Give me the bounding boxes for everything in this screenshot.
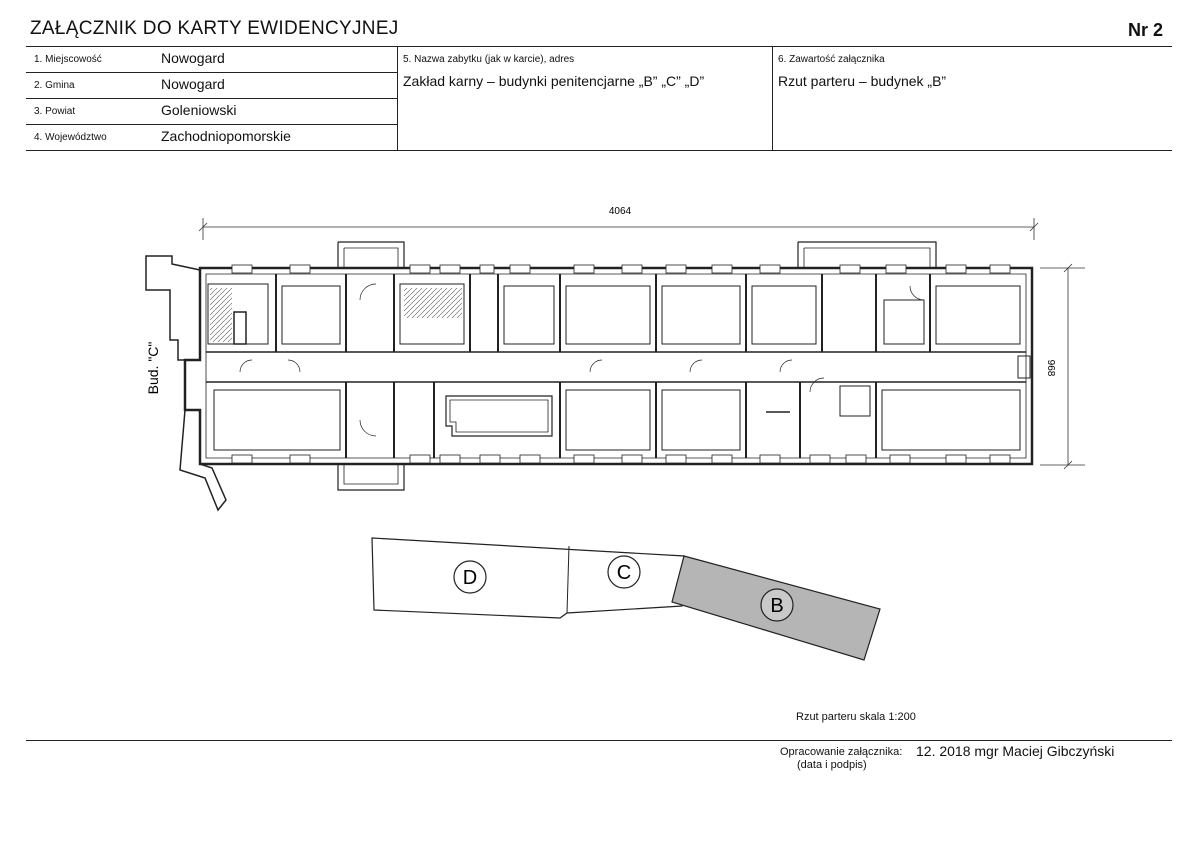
adjacent-building-label: Bud. "C" [145,342,161,395]
attachment-number: Nr 2 [1127,20,1163,40]
field-label: 4. Województwo [34,132,107,143]
width-dimension-label: 968 [1045,360,1056,377]
field-label: 1. Miejscowość [34,54,102,65]
field-label: 3. Powiat [34,106,76,117]
field-row-commune: 2. Gmina Nowogard [26,73,397,99]
stair-hatch [210,288,232,342]
field-value: Nowogard [161,50,225,66]
building-b-marker [760,588,794,622]
footer-divider [26,740,1172,741]
building-b-key: B [770,595,783,617]
contents-cell: 6. Zawartość załącznika Rzut parteru – b… [772,47,1172,150]
width-dimension [1040,263,1085,470]
scale-note: Rzut parteru skala 1:200 [796,711,916,723]
monument-cell: 5. Nazwa zabytku (jak w karcie), adres Z… [397,47,772,150]
column-divider [397,47,398,150]
field-row-voivodeship: 4. Województwo Zachodniopomorskie [26,125,397,150]
building-c-key: C [617,562,631,584]
contents-value: Rzut parteru – budynek „B” [778,73,947,89]
column-divider [772,47,773,150]
field-value: Nowogard [161,76,225,92]
site-key-plan [371,537,881,661]
prepared-value: 12. 2018 mgr Maciej Gibczyński [916,743,1115,759]
window-row-north [231,264,1011,274]
stair-hatch [404,288,462,318]
document-title: ZAŁĄCZNIK DO KARTY EWIDENCYJNEJ [30,18,399,39]
building-outline [145,241,1034,512]
header-table: 1. Miejscowość Nowogard 2. Gmina Nowogar… [26,46,1172,151]
window-row-south [231,454,1011,464]
building-d-marker [453,560,487,594]
field-value: Zachodniopomorskie [161,128,291,144]
date-signature-note: (data i podpis) [797,759,867,771]
monument-value: Zakład karny – budynki penitencjarne „B”… [403,73,705,89]
building-c-marker [607,555,641,589]
building-d-key: D [463,567,477,589]
length-dimension-label: 4064 [609,206,632,217]
length-dimension [198,218,1039,240]
contents-label: 6. Zawartość załącznika [778,54,885,65]
prepared-label: Opracowanie załącznika: [780,746,903,758]
field-label: 2. Gmina [34,80,75,91]
field-row-locality: 1. Miejscowość Nowogard [26,47,397,73]
monument-label: 5. Nazwa zabytku (jak w karcie), adres [403,54,575,65]
field-value: Goleniowski [161,102,237,118]
field-row-county: 3. Powiat Goleniowski [26,99,397,125]
